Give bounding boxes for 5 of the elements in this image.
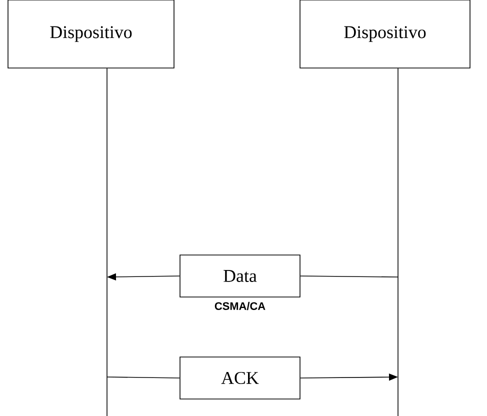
message-box: ACK	[180, 356, 300, 400]
device-box: Dispositivo	[300, 0, 470, 68]
device-box: Dispositivo	[8, 0, 174, 68]
message-box: Data	[180, 254, 300, 298]
lifeline	[106, 68, 108, 416]
